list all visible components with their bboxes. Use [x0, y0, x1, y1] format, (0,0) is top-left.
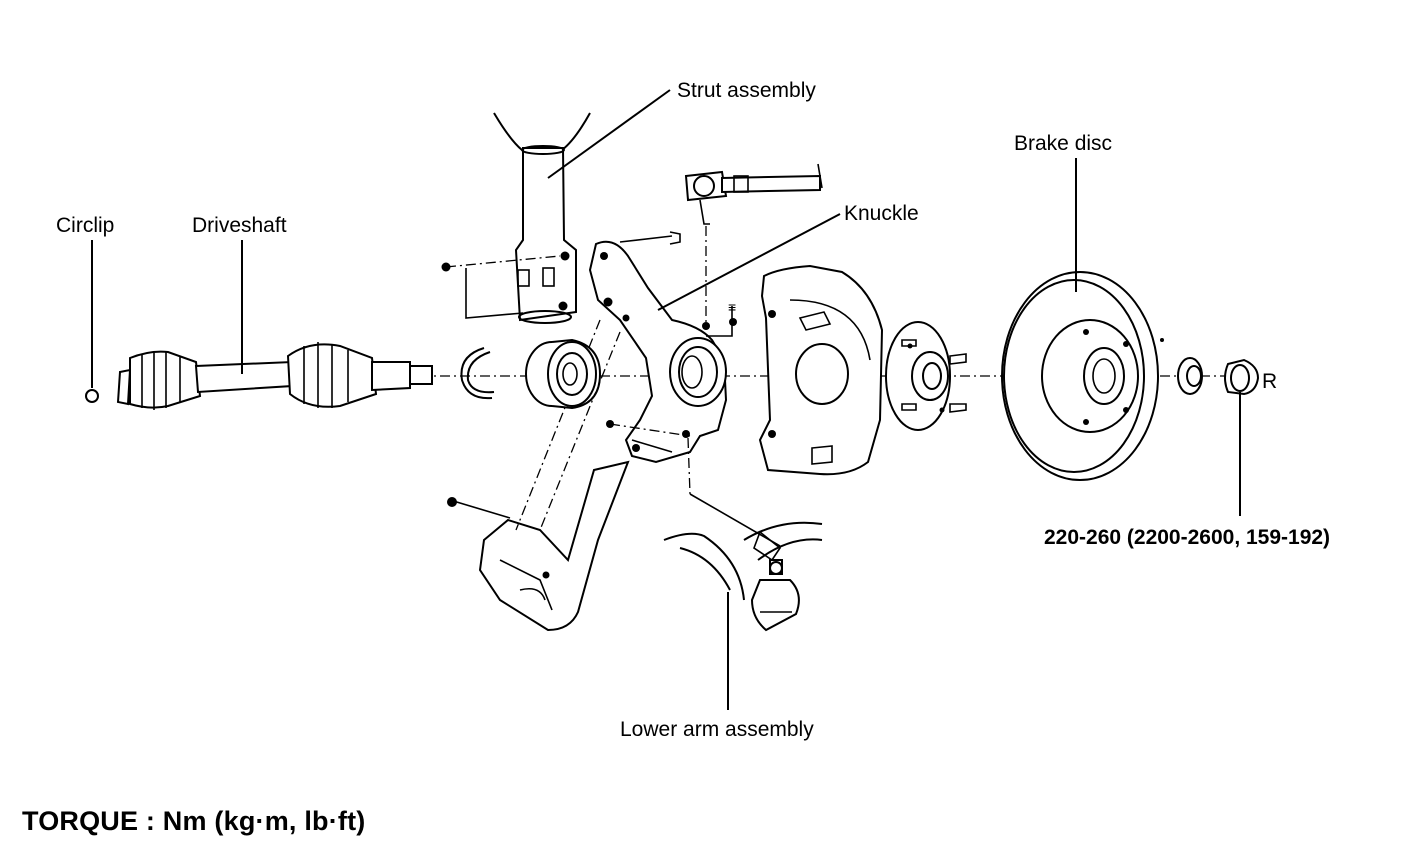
label-driveshaft: Driveshaft	[192, 214, 287, 237]
label-circlip: Circlip	[56, 214, 114, 237]
knuckle-leader	[657, 213, 841, 311]
strut-assembly	[441, 112, 591, 324]
label-knuckle: Knuckle	[844, 202, 919, 225]
label-brake-disc: Brake disc	[1014, 132, 1112, 155]
strut-leader	[547, 89, 671, 179]
dust-cover	[758, 264, 884, 476]
wheel-bearing	[525, 338, 602, 410]
hub-washer	[1177, 357, 1203, 395]
tie-rod-end: ≡	[684, 163, 823, 337]
hub-nut: R	[1224, 358, 1277, 396]
knuckle	[447, 231, 728, 632]
driveshaft	[85, 342, 433, 410]
lower-arm-assembly	[663, 437, 823, 632]
hub-nut-mark: R	[1262, 370, 1277, 393]
snap-ring	[460, 347, 495, 400]
label-lower-arm-assembly: Lower arm assembly	[620, 718, 814, 741]
label-strut-assembly: Strut assembly	[677, 79, 816, 102]
torque-units-note: TORQUE : Nm (kg·m, lb·ft)	[22, 806, 366, 836]
brake-disc	[1001, 271, 1164, 481]
svg-text:≡: ≡	[728, 299, 736, 315]
label-hub-nut-torque: 220-260 (2200-2600, 159-192)	[1044, 526, 1330, 549]
wheel-hub	[885, 321, 967, 431]
